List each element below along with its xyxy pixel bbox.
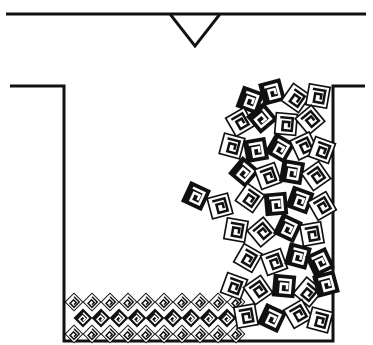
pile-tile (300, 222, 324, 246)
pile-tile (306, 84, 330, 108)
pile-tile (234, 304, 258, 328)
pile-tile (275, 113, 298, 136)
pile-tile (244, 138, 268, 162)
pile-tile (265, 193, 288, 216)
pile-tile (273, 275, 296, 298)
pile-tile (219, 133, 245, 159)
pile-tile (207, 193, 233, 219)
pile-tile (280, 160, 304, 184)
pile-tile (307, 307, 333, 333)
pile-tile (224, 218, 248, 242)
pile-tile (313, 271, 339, 297)
